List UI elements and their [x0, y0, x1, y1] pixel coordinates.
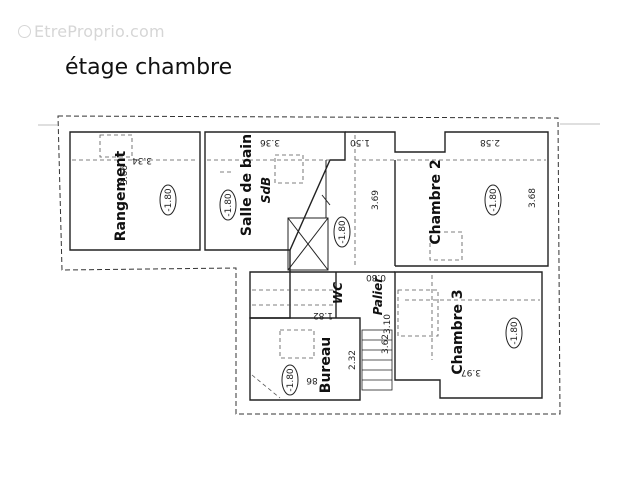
height-bureau: -1.80 — [286, 368, 296, 392]
height-chambre2: -1.80 — [489, 188, 499, 212]
height-oval-chambre3 — [505, 317, 523, 349]
outer-boundary — [57, 115, 561, 415]
height-sdb: -1.80 — [224, 193, 234, 217]
walls-bottom — [249, 271, 543, 401]
label-bureau: Bureau — [318, 337, 334, 393]
dim-chambre2-2: 3.68 — [528, 188, 538, 208]
height-palier: -1.80 — [338, 220, 348, 244]
ceiling-lines-top — [72, 134, 546, 265]
height-markers — [159, 184, 523, 396]
dim-rangement-1: 3.34 — [132, 155, 152, 165]
wall-rangement — [69, 131, 201, 251]
stair-upper — [287, 160, 331, 271]
dim-chambre3-1: 3.10 — [383, 314, 393, 334]
ceiling-lines-bottom — [251, 275, 540, 399]
dim-chambre3-2: 3.97 — [461, 367, 481, 377]
height-rangement: -1.80 — [164, 188, 174, 212]
wall-chambre2 — [345, 131, 549, 267]
label-rangement: Rangement — [113, 150, 129, 241]
dim-palier-4: 3.62 — [381, 334, 391, 354]
label-palier: Palier — [371, 276, 385, 315]
dim-sdb-1: 3.36 — [260, 137, 280, 147]
dim-chambre2-1: 2.58 — [480, 137, 500, 147]
wall-chambre3 — [394, 271, 543, 399]
wall-wc-left — [249, 271, 291, 319]
height-oval-bureau — [281, 364, 299, 396]
stair-lower — [361, 329, 393, 391]
watermark-text: EtreProprio.com — [34, 22, 165, 41]
height-oval-chambre2 — [484, 184, 502, 216]
label-sdb: Salle de bain — [239, 134, 255, 236]
dim-palier-1: 1.50 — [350, 137, 370, 147]
label-sdb-short: SdB — [259, 177, 273, 203]
height-oval-palier — [333, 216, 351, 248]
dim-wc-1: 1.82 — [313, 310, 333, 320]
height-oval-sdb — [219, 189, 237, 221]
walls-top — [69, 131, 549, 273]
height-oval-rangement — [159, 184, 177, 216]
label-chambre3: Chambre 3 — [450, 289, 466, 374]
wall-bureau — [249, 317, 361, 401]
dim-palier-3: 0.80 — [366, 272, 386, 282]
dim-rangement-2: 3.66 — [120, 165, 130, 185]
page-title: étage chambre — [65, 55, 233, 80]
height-chambre3: -1.80 — [510, 321, 520, 345]
copyright-icon — [18, 25, 31, 38]
dim-bureau-1: 2.32 — [348, 350, 358, 370]
watermark: EtreProprio.com — [18, 22, 165, 41]
dim-palier-2: 3.69 — [371, 190, 381, 210]
label-chambre2: Chambre 2 — [428, 159, 444, 244]
label-wc: WC — [331, 282, 345, 304]
dim-bureau-2: 86 — [306, 375, 318, 385]
